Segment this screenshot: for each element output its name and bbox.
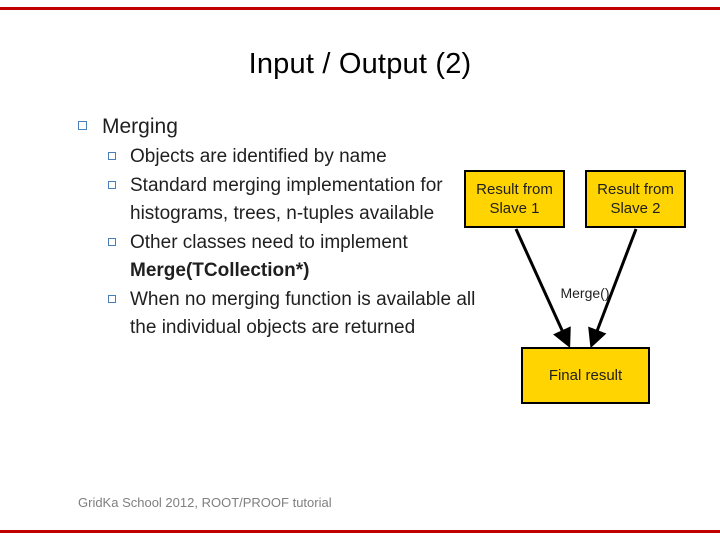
top-divider-rule bbox=[0, 7, 720, 10]
bullet-level2-objects-identified: Objects are identified by name bbox=[108, 143, 478, 172]
diagram-box-result-slave1: Result from Slave 1 bbox=[464, 170, 565, 228]
square-bullet-icon bbox=[108, 180, 116, 189]
diagram-box-result-slave2: Result from Slave 2 bbox=[585, 170, 686, 228]
bullet-text: Standard merging implementation for hist… bbox=[130, 174, 443, 225]
bullet-text-bold: Merge(TCollection*) bbox=[130, 260, 310, 281]
bullet-text: Objects are identified by name bbox=[130, 146, 387, 167]
bullet-text: When no merging function is available al… bbox=[130, 288, 476, 339]
bullet-level2-no-merging-function: When no merging function is available al… bbox=[108, 286, 478, 343]
square-bullet-icon bbox=[108, 237, 116, 246]
bullet-text: Merging bbox=[102, 115, 178, 138]
diagram-merge-label: Merge() bbox=[560, 285, 610, 301]
bullet-level1-merging: Merging bbox=[78, 113, 478, 141]
bullet-text: Other classes need to implement bbox=[130, 231, 408, 253]
bullet-list: Merging Objects are identified by name S… bbox=[78, 113, 478, 343]
slide-footer: GridKa School 2012, ROOT/PROOF tutorial bbox=[78, 495, 332, 510]
bullet-level2-other-classes: Other classes need to implement Merge(TC… bbox=[108, 229, 478, 286]
square-bullet-icon bbox=[108, 294, 116, 303]
bullet-level2-standard-merging: Standard merging implementation for hist… bbox=[108, 172, 478, 229]
square-bullet-icon bbox=[78, 121, 87, 130]
bottom-divider-rule bbox=[0, 530, 720, 533]
diagram-box-final-result: Final result bbox=[521, 347, 650, 404]
bullet-sublist: Objects are identified by name Standard … bbox=[108, 143, 478, 343]
square-bullet-icon bbox=[108, 152, 116, 160]
page-title: Input / Output (2) bbox=[248, 48, 472, 80]
